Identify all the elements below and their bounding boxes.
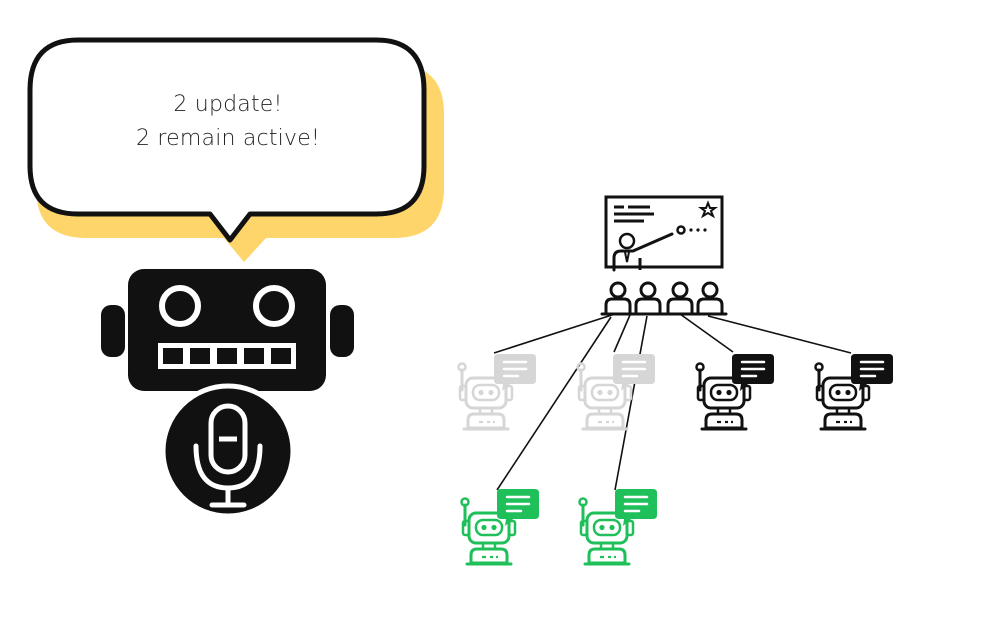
voice-robot-icon bbox=[101, 269, 354, 391]
agent-robot-icon-4 bbox=[814, 352, 895, 431]
connector-line bbox=[493, 313, 616, 354]
agent-robot-icon-6 bbox=[578, 487, 659, 566]
agent-robot-icon-5 bbox=[460, 487, 541, 566]
microphone-icon bbox=[160, 383, 296, 519]
agent-robot-icon-3 bbox=[695, 352, 776, 431]
agent-robot-icon-1 bbox=[457, 352, 538, 431]
teacher-presentation-icon bbox=[604, 195, 724, 272]
speech-bubble bbox=[27, 37, 444, 262]
agent-robot-icon-2 bbox=[576, 352, 657, 431]
connector-line bbox=[613, 314, 631, 353]
connector-line bbox=[614, 315, 648, 491]
connector-line bbox=[496, 316, 612, 491]
audience-icon bbox=[600, 281, 728, 316]
connector-line bbox=[679, 313, 734, 353]
speech-line-1: 2 update! bbox=[173, 92, 283, 117]
speech-line-2: 2 remain active! bbox=[136, 126, 320, 151]
speech-bubble-text: 2 update! 2 remain active! bbox=[32, 88, 424, 156]
connector-lines bbox=[493, 313, 852, 491]
connector-line bbox=[707, 315, 852, 354]
